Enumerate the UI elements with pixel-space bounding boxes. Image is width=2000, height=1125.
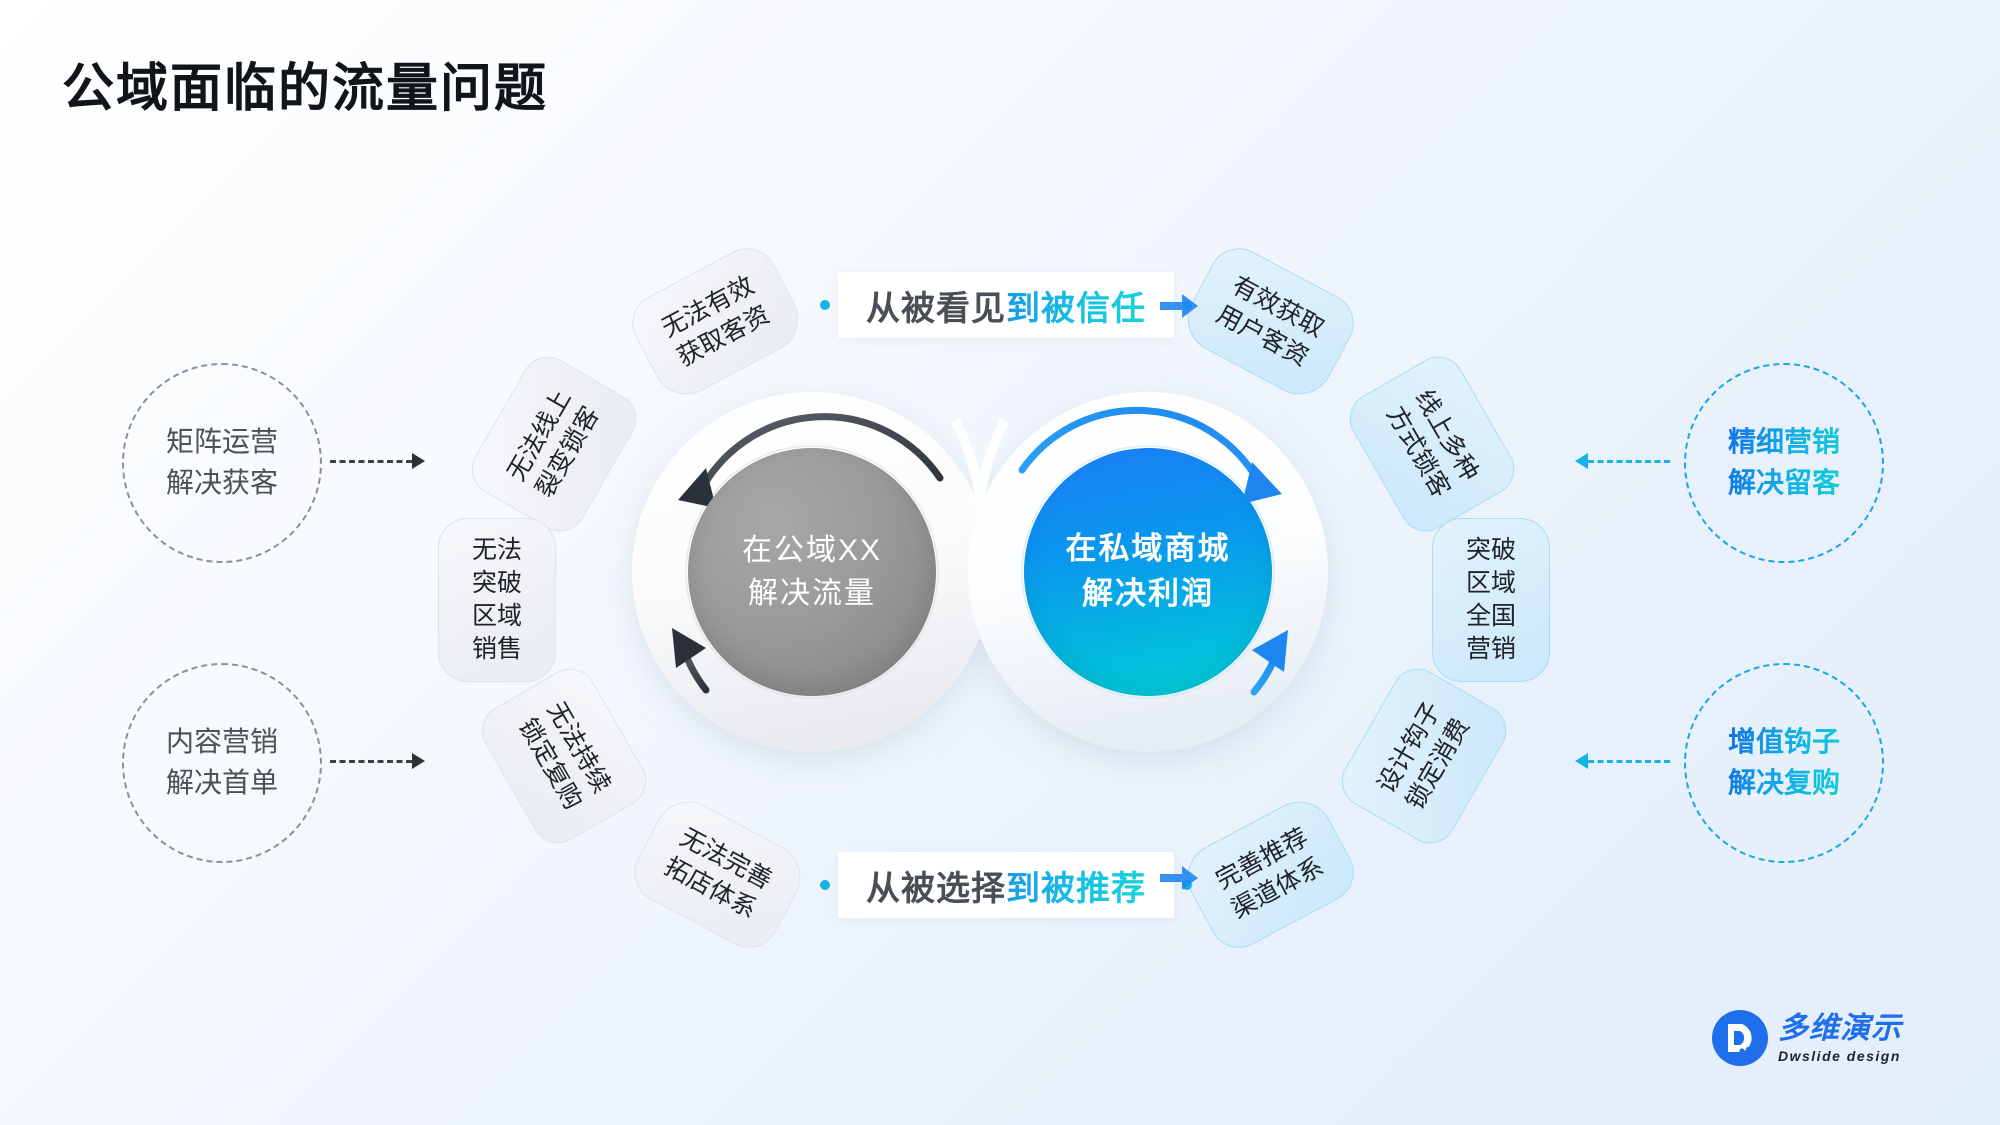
core-private-domain: 在私域商城 解决利润 (1024, 448, 1272, 696)
problem-petal-1-label: 无法有效 获取客资 (657, 271, 775, 372)
petal-inflow-arrow-top (1160, 294, 1198, 318)
banner-bottom-dark: 从被选择 (866, 869, 1006, 908)
connector-left-2 (330, 760, 412, 763)
problem-petal-4-label: 无法持续 锁定复购 (513, 697, 616, 815)
right-bubble-1-label: 精细营销 解决留客 (1728, 422, 1840, 503)
solution-petal-2[interactable]: 线上多种 方式锁客 (1340, 347, 1524, 541)
connector-right-2 (1588, 760, 1670, 763)
problem-petal-3-label: 无法 突破 区域 销售 (471, 536, 522, 663)
banner-bottom-dot-left (820, 880, 830, 890)
problem-petal-1[interactable]: 无法有效 获取客资 (621, 237, 811, 407)
solution-petal-2-label: 线上多种 方式锁客 (1381, 385, 1484, 503)
banner-top: 从被看见 到被信任 (838, 272, 1174, 338)
solution-petal-5-label: 完善推荐 渠道体系 (1211, 823, 1329, 924)
problem-petal-2[interactable]: 无法线上 裂变锁客 (462, 347, 646, 541)
solution-petal-1-label: 有效获取 用户客资 (1211, 271, 1329, 372)
connector-right-2-arrow (1575, 753, 1588, 769)
banner-top-dot-left (820, 300, 830, 310)
left-bubble-1[interactable]: 矩阵运营 解决获客 (122, 363, 322, 563)
right-bubble-1[interactable]: 精细营销 解决留客 (1684, 363, 1884, 563)
banner-top-dark: 从被看见 (866, 289, 1006, 328)
logo-text: 多维演示 Dwslide design (1778, 1011, 1902, 1064)
petal-inflow-arrow-bottom (1160, 866, 1198, 890)
core-private-domain-label: 在私域商城 解决利润 (1065, 531, 1231, 611)
solution-petal-4[interactable]: 设计钩子 锁定消费 (1332, 659, 1516, 853)
connector-left-1 (330, 460, 412, 463)
connector-left-1-arrow (412, 453, 425, 469)
solution-petal-3-label: 突破 区域 全国 营销 (1465, 536, 1516, 663)
problem-petal-3[interactable]: 无法 突破 区域 销售 (438, 518, 556, 682)
connector-left-2-arrow (412, 753, 425, 769)
solution-petal-4-label: 设计钩子 锁定消费 (1372, 697, 1475, 815)
core-public-domain-label: 在公域XX 解决流量 (741, 533, 883, 611)
problem-petal-2-label: 无法线上 裂变锁客 (502, 385, 605, 503)
banner-top-accent: 到被信任 (1006, 281, 1146, 330)
right-bubble-2[interactable]: 增值钩子 解决复购 (1684, 663, 1884, 863)
banner-bottom-accent: 到被推荐 (1006, 861, 1146, 910)
logo-cn-label: 多维演示 (1778, 1011, 1902, 1045)
page-title: 公域面临的流量问题 (62, 60, 549, 118)
logo-en-label: Dwslide design (1778, 1047, 1901, 1064)
left-bubble-2-label: 内容营销 解决首单 (165, 726, 278, 798)
problem-petal-5-label: 无法完善 拓店体系 (659, 823, 777, 924)
logo-d-icon (1712, 1010, 1768, 1066)
banner-bottom: 从被选择 到被推荐 (838, 852, 1174, 918)
brand-logo: 多维演示 Dwslide design (1712, 1010, 1902, 1066)
left-bubble-1-label: 矩阵运营 解决获客 (165, 426, 278, 498)
connector-right-1 (1588, 460, 1670, 463)
core-public-domain: 在公域XX 解决流量 (688, 448, 936, 696)
right-bubble-2-label: 增值钩子 解决复购 (1728, 722, 1840, 803)
problem-petal-5[interactable]: 无法完善 拓店体系 (623, 789, 813, 959)
connector-right-1-arrow (1575, 453, 1588, 469)
solution-petal-3[interactable]: 突破 区域 全国 营销 (1432, 518, 1550, 682)
problem-petal-4[interactable]: 无法持续 锁定复购 (472, 659, 656, 853)
left-bubble-2[interactable]: 内容营销 解决首单 (122, 663, 322, 863)
